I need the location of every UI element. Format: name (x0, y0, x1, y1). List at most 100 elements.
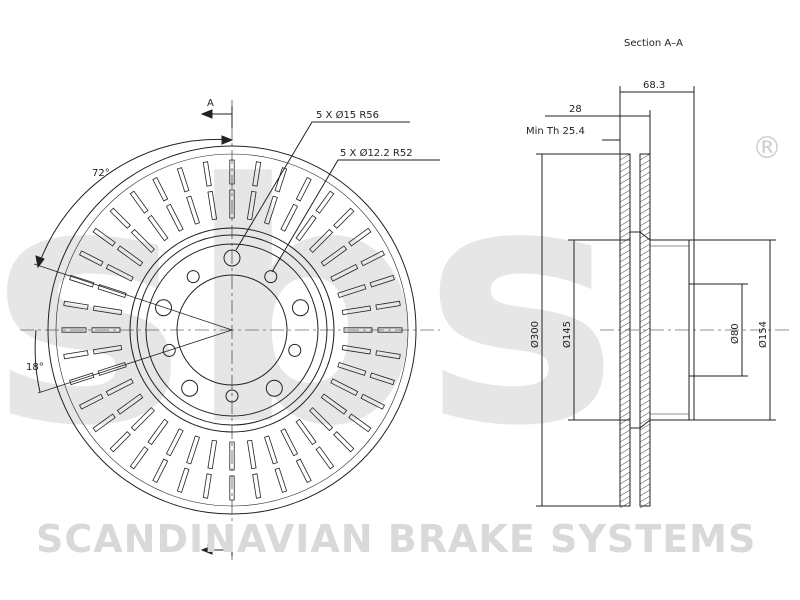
cooling-vane (348, 413, 372, 433)
hatch-line (639, 495, 651, 503)
hatch-line (639, 465, 651, 473)
hatch-line (619, 429, 631, 437)
hatch-line (619, 291, 631, 299)
cooling-vane (369, 372, 395, 386)
hatch-line (619, 165, 631, 173)
cooling-vane (246, 190, 257, 221)
hatch-line (619, 363, 631, 371)
bolt-holes-leader (235, 121, 410, 251)
cooling-vane (264, 435, 278, 465)
cooling-vane (116, 393, 144, 415)
hatch-line (639, 213, 651, 221)
cooling-vane (61, 327, 87, 333)
hatch-line (619, 441, 631, 449)
angle-72-label: 72° (92, 168, 110, 179)
hatch-line (639, 159, 651, 167)
thickness-label: 28 (569, 104, 582, 115)
hatch-line (619, 153, 631, 161)
hatch-line (639, 477, 651, 485)
cooling-vane (280, 428, 299, 457)
hatch-line (639, 303, 651, 311)
cooling-vane (295, 214, 317, 242)
cooling-vane (229, 475, 235, 501)
cooling-vane (69, 372, 95, 386)
hatch-line (619, 399, 631, 407)
hatch-line (619, 351, 631, 359)
angle-72-ray (33, 263, 233, 331)
hatch-line (639, 273, 651, 281)
hatch-line (639, 297, 651, 305)
hatch-line (639, 327, 651, 335)
hatch-line (639, 255, 651, 263)
bolt-hole (291, 299, 309, 317)
hatch-line (639, 501, 651, 509)
hatch-line (639, 453, 651, 461)
hatch-line (619, 201, 631, 209)
hatch-line (619, 477, 631, 485)
hatch-line (639, 489, 651, 497)
section-view (536, 86, 790, 509)
hatch-line (639, 177, 651, 185)
hatch-line (639, 183, 651, 191)
bolt-hole (155, 299, 173, 317)
hatch-line (639, 189, 651, 197)
cooling-vane (295, 418, 317, 446)
hatch-line (619, 237, 631, 245)
hatch-line (619, 435, 631, 443)
hatch-line (639, 405, 651, 413)
hatch-line (639, 261, 651, 269)
hatch-line (639, 441, 651, 449)
cooling-vane (252, 473, 262, 499)
hatch-line (619, 369, 631, 377)
cooling-vane (375, 300, 401, 310)
cooling-vane (63, 300, 89, 310)
cooling-vane (369, 274, 395, 288)
section-marker-bottom-label: A (207, 538, 214, 549)
hatch-line (639, 357, 651, 365)
hatch-line (619, 495, 631, 503)
cooling-vanes (61, 159, 403, 501)
cooling-vane (91, 327, 121, 333)
hatch-line (619, 333, 631, 341)
cooling-vane (147, 214, 169, 242)
cooling-vane (97, 284, 127, 298)
hatch-line (619, 411, 631, 419)
cooling-vane (348, 227, 372, 247)
hatch-line (619, 393, 631, 401)
hatch-line (619, 405, 631, 413)
hatch-line (639, 369, 651, 377)
cooling-vane (320, 393, 348, 415)
cooling-vane (343, 327, 373, 333)
cooling-vane (129, 446, 149, 470)
cooling-vane (320, 245, 348, 267)
hatch-line (639, 315, 651, 323)
hatch-line (619, 345, 631, 353)
cooling-vane (176, 167, 190, 193)
cooling-vane (337, 362, 367, 376)
min-thickness-label: Min Th 25.4 (526, 126, 585, 137)
hatch-line (619, 447, 631, 455)
cooling-vane (295, 458, 312, 484)
section-marker-top-label: A (207, 98, 214, 109)
angle-18-ray (37, 329, 233, 394)
cooling-vane (78, 250, 104, 267)
hatch-line (639, 243, 651, 251)
cooling-vane (130, 407, 155, 432)
cooling-vane (202, 161, 212, 187)
cooling-vane (315, 190, 335, 214)
hat-outer-label: Ø154 (757, 321, 769, 348)
bolt-holes-label: 5 X Ø15 R56 (316, 109, 379, 121)
cooling-vane (176, 467, 190, 493)
cooling-vane (147, 418, 169, 446)
threaded-hole (288, 343, 302, 357)
hatch-line (639, 381, 651, 389)
cooling-vane (165, 428, 184, 457)
cooling-vane (360, 250, 386, 267)
hatch-line (639, 201, 651, 209)
hatch-line (619, 321, 631, 329)
cooling-vane (186, 195, 200, 225)
hatch-line (619, 177, 631, 185)
hatch-line (639, 219, 651, 227)
section-marker-bottom-arrowhead (200, 545, 213, 555)
cooling-vane (252, 161, 262, 187)
